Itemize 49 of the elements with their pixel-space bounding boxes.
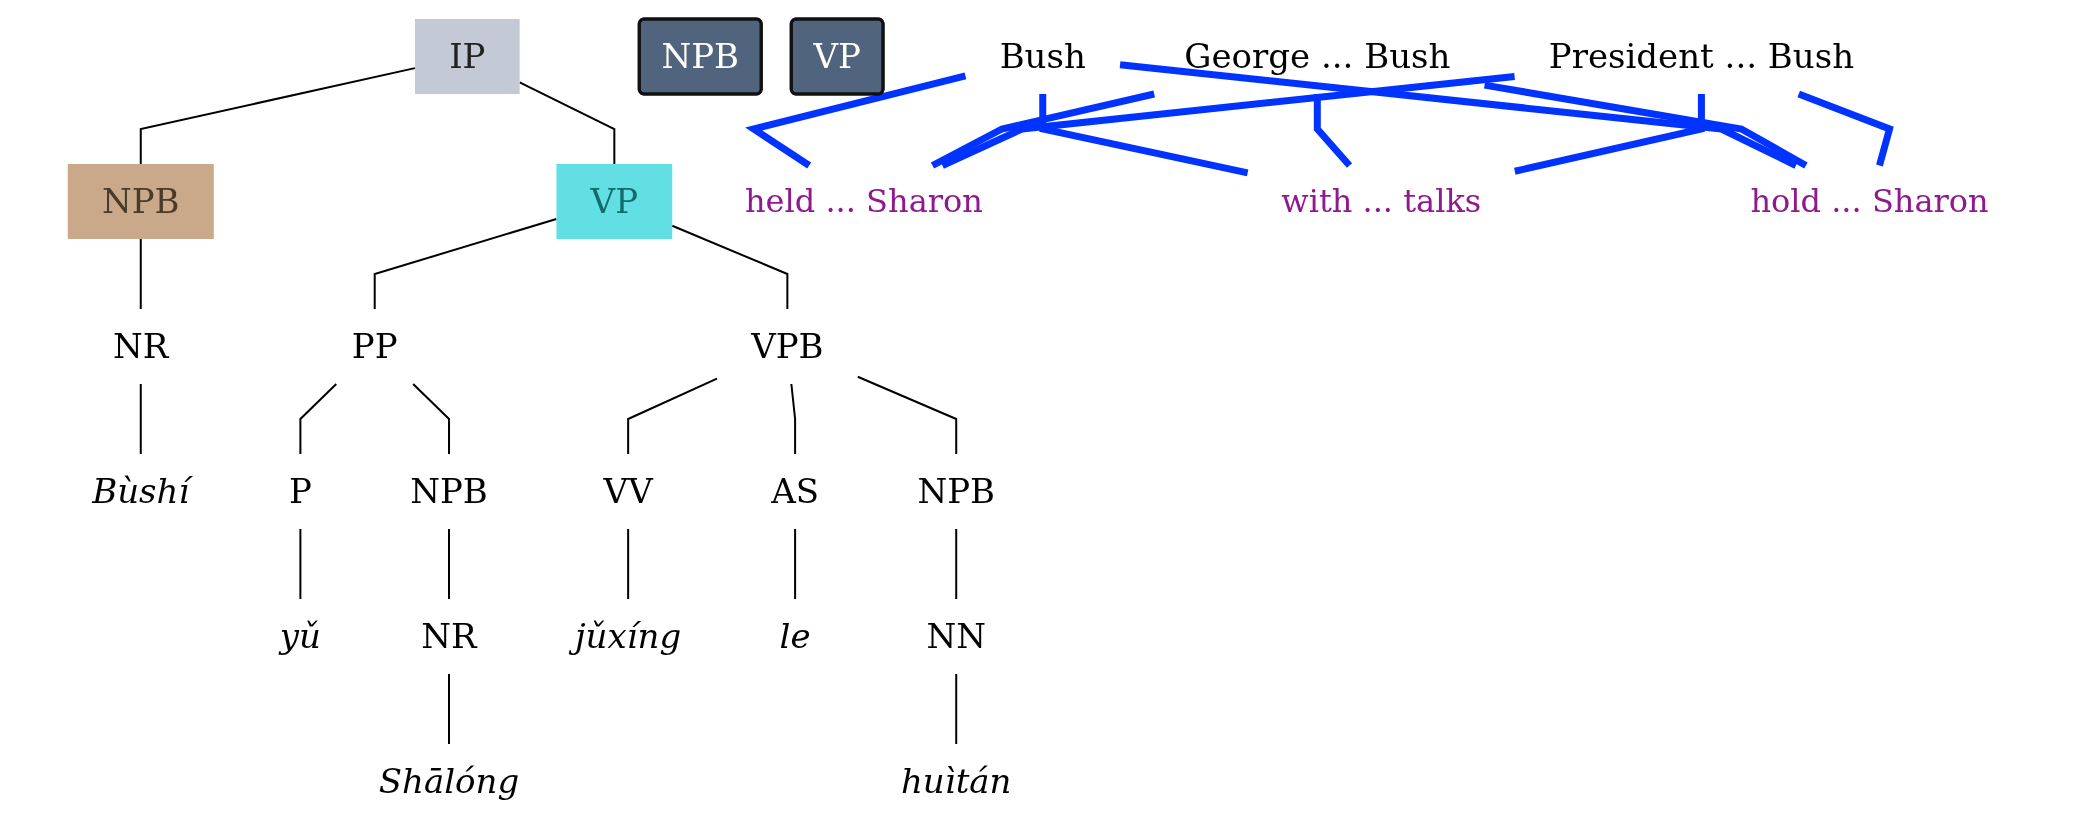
connector (1484, 81, 1808, 169)
connector (955, 527, 958, 600)
node-text: huìtán (901, 760, 1012, 801)
connector (627, 377, 719, 455)
node-text: AS (771, 470, 820, 511)
connector (794, 527, 797, 600)
connector (140, 382, 143, 455)
node-text: Shālóng (379, 760, 520, 801)
connector (671, 224, 789, 310)
connector (955, 672, 958, 745)
connector (931, 90, 1156, 169)
connector (627, 527, 630, 600)
connector (519, 80, 616, 165)
node-text: with ... talks (1281, 182, 1482, 220)
connector (140, 237, 143, 310)
connector (299, 527, 302, 600)
connector (1039, 93, 1249, 176)
connector (448, 672, 451, 745)
node-text: held ... Sharon (745, 182, 984, 220)
node-box: NPB (68, 163, 215, 239)
node-text: Bush (999, 35, 1087, 76)
connector (745, 72, 967, 168)
connector (1120, 60, 1798, 169)
node-text: hold ... Sharon (1750, 182, 1990, 220)
connector (857, 375, 958, 455)
node-box: IP (415, 18, 520, 94)
node-text: VPB (751, 325, 824, 366)
connector (140, 66, 417, 165)
node-text: yǔ (280, 615, 322, 656)
connector (1514, 93, 1706, 175)
node-text: P (289, 470, 313, 511)
connector (941, 72, 1516, 169)
node-text: President ... Bush (1549, 35, 1855, 76)
connector (412, 382, 451, 455)
node-text: NPB (917, 470, 996, 511)
node-text: NPB (410, 470, 489, 511)
node-text: VV (603, 470, 654, 511)
node-text: NR (113, 325, 169, 366)
connector (1797, 90, 1895, 166)
node-box: VP (556, 163, 673, 239)
connector (448, 527, 451, 600)
node-text: le (779, 615, 811, 656)
connector (790, 382, 797, 455)
node-text: PP (352, 325, 398, 366)
node-text: George ... Bush (1184, 35, 1451, 76)
connector (299, 382, 338, 455)
connector (374, 217, 558, 310)
node-text: NR (421, 615, 478, 656)
node-text: NN (926, 615, 987, 656)
